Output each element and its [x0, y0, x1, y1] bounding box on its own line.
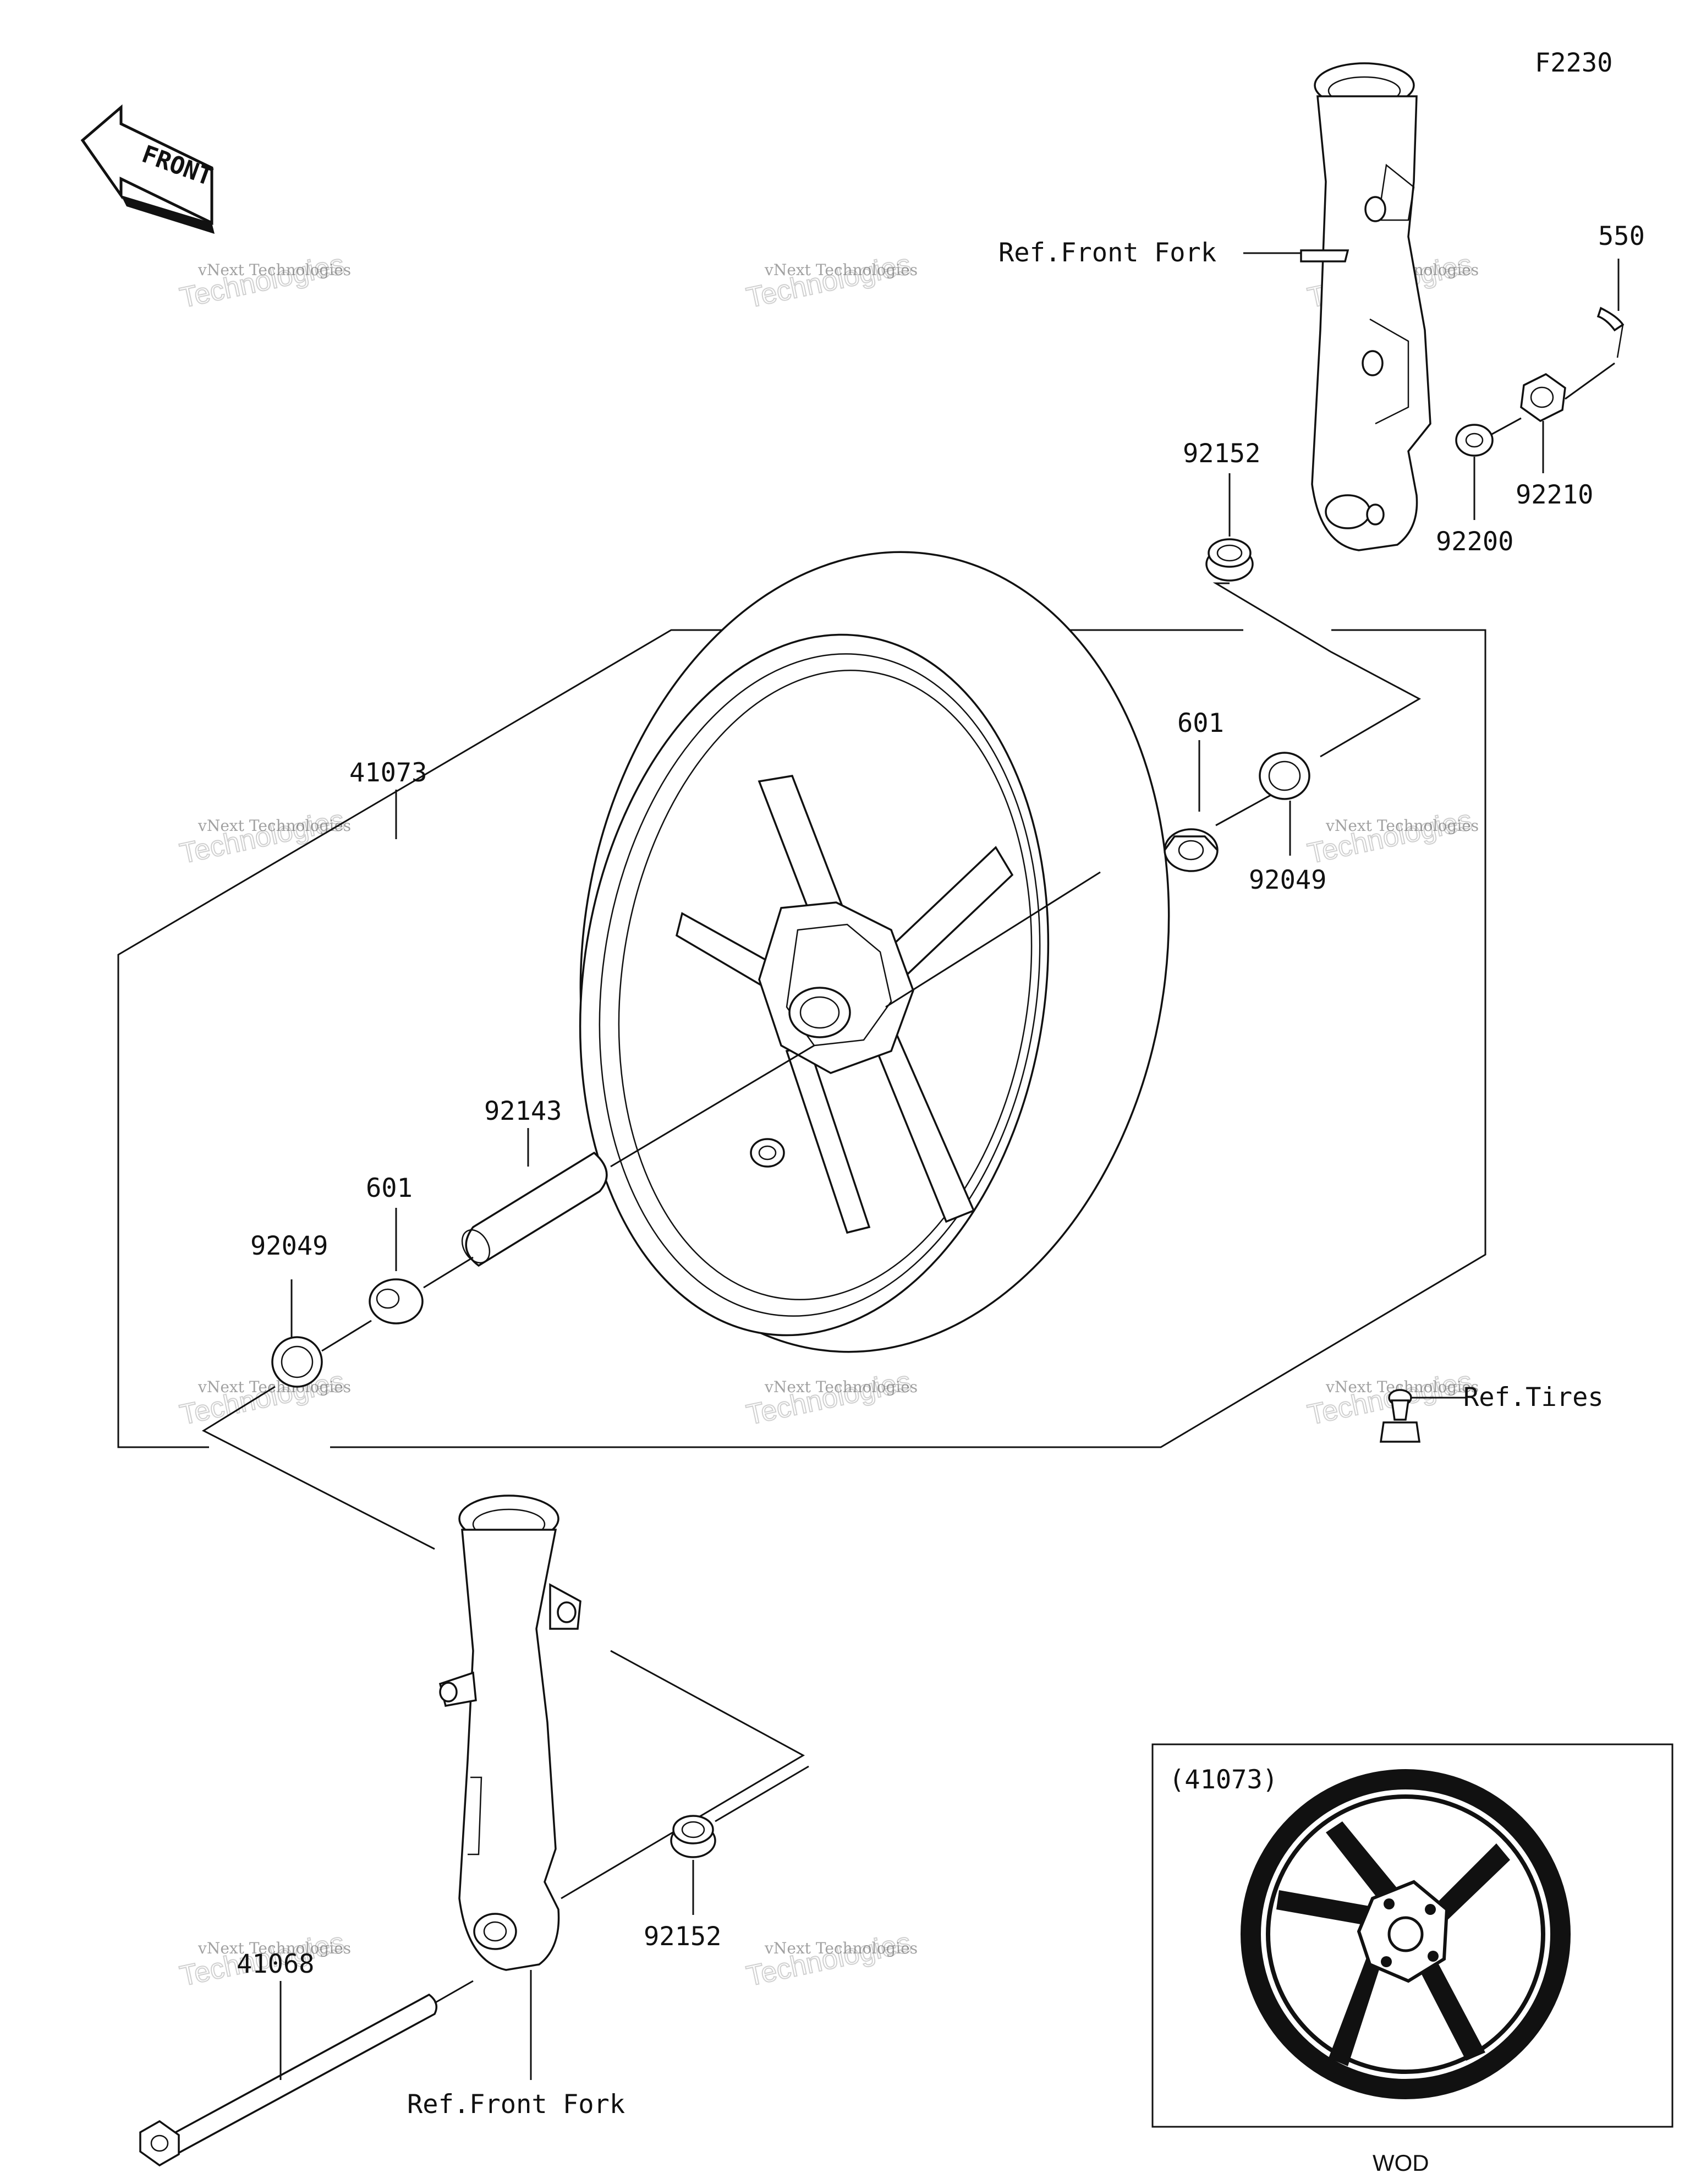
leader-axle-path-top — [1212, 582, 1422, 758]
label-92210: 92210 — [1516, 480, 1593, 510]
label-601-right: 601 — [1177, 708, 1224, 738]
collar-92152-bottom — [670, 1815, 716, 1858]
seal-92049-right — [1259, 752, 1310, 800]
assembly-frame-right — [330, 629, 1486, 1448]
label-ref-front-fork-bottom: Ref.Front Fork — [407, 2089, 625, 2120]
label-ref-tires: Ref.Tires — [1463, 1382, 1604, 1413]
svg-text:Technologies: Technologies — [177, 248, 347, 314]
svg-text:Technologies: Technologies — [744, 1926, 914, 1993]
inset-wheel — [1241, 1769, 1571, 2099]
front-fork-left — [438, 1495, 581, 1971]
cotter-pin-550 — [1596, 306, 1625, 358]
front-fork-right — [1300, 62, 1431, 551]
watermark: Technologies vNext Technologies — [743, 1926, 918, 1993]
svg-text:vNext Technologies: vNext Technologies — [1325, 817, 1479, 835]
watermark: Technologies vNext Technologies — [177, 803, 351, 871]
seal-92049-left — [271, 1336, 323, 1388]
watermark: Technologies vNext Technologies — [743, 248, 918, 315]
bearing-601-right — [1164, 828, 1219, 872]
leader-axle-path-bottom — [561, 1650, 805, 1900]
watermark: Technologies vNext Technologies — [177, 1365, 351, 1432]
svg-text:Technologies: Technologies — [177, 1365, 347, 1431]
axle-line-601-left — [423, 1256, 474, 1289]
svg-text:vNext Technologies: vNext Technologies — [764, 1939, 918, 1957]
svg-text:Technologies: Technologies — [744, 1365, 914, 1431]
nut-92210 — [1520, 373, 1566, 423]
leader-92210-axis — [1565, 362, 1615, 400]
svg-text:Technologies: Technologies — [1305, 804, 1475, 870]
label-550: 550 — [1598, 221, 1645, 251]
label-ref-front-fork-top: Ref.Front Fork — [998, 238, 1216, 268]
label-92200: 92200 — [1436, 527, 1513, 557]
svg-text:vNext Technologies: vNext Technologies — [197, 817, 351, 835]
axle-line-left — [610, 1044, 815, 1168]
watermark: Technologies vNext Technologies — [1304, 803, 1479, 871]
leader-92200-axis — [1490, 417, 1522, 436]
watermark: Technologies vNext Technologies — [177, 248, 351, 315]
collar-92152-top — [1205, 538, 1254, 582]
svg-text:vNext Technologies: vNext Technologies — [764, 261, 918, 279]
svg-text:vNext Technologies: vNext Technologies — [764, 1378, 918, 1396]
axle-line-601-right — [1215, 794, 1271, 826]
washer-92200 — [1455, 424, 1494, 457]
front-direction-badge: FRONT — [80, 104, 216, 234]
front-wheel-41073 — [579, 551, 1170, 1353]
leader-axle-path-left — [201, 1386, 435, 1550]
label-92152-top: 92152 — [1183, 439, 1260, 469]
svg-text:vNext Technologies: vNext Technologies — [197, 261, 351, 279]
axle-line-right — [885, 871, 1101, 1008]
label-92049-left: 92049 — [250, 1231, 328, 1261]
svg-text:vNext Technologies: vNext Technologies — [197, 1939, 351, 1957]
axle-line-41068 — [434, 1980, 474, 2004]
axle-line-92152-bottom — [715, 1765, 809, 1822]
inset-caption: WOD — [1373, 2150, 1429, 2176]
label-92152-bottom: 92152 — [644, 1922, 721, 1952]
label-92049-right: 92049 — [1249, 865, 1326, 895]
label-601-left: 601 — [366, 1173, 413, 1203]
label-41073: 41073 — [349, 758, 427, 788]
inset-variant-box: (41073) WOD — [1151, 1743, 1673, 2176]
diagram-id: F2230 — [1535, 48, 1612, 78]
watermark: Technologies vNext Technologies — [743, 1365, 918, 1432]
tire-valve — [1379, 1389, 1421, 1443]
axle-line-92049-left — [321, 1320, 372, 1352]
svg-text:Technologies: Technologies — [177, 804, 347, 870]
label-41068: 41068 — [237, 1949, 314, 1979]
bearing-601-left — [369, 1278, 424, 1324]
spacer-92143 — [461, 1151, 608, 1267]
inset-label: (41073) — [1169, 1765, 1278, 1795]
svg-text:Technologies: Technologies — [744, 248, 914, 314]
label-92143: 92143 — [484, 1096, 562, 1126]
axle-41068 — [139, 1993, 438, 2167]
